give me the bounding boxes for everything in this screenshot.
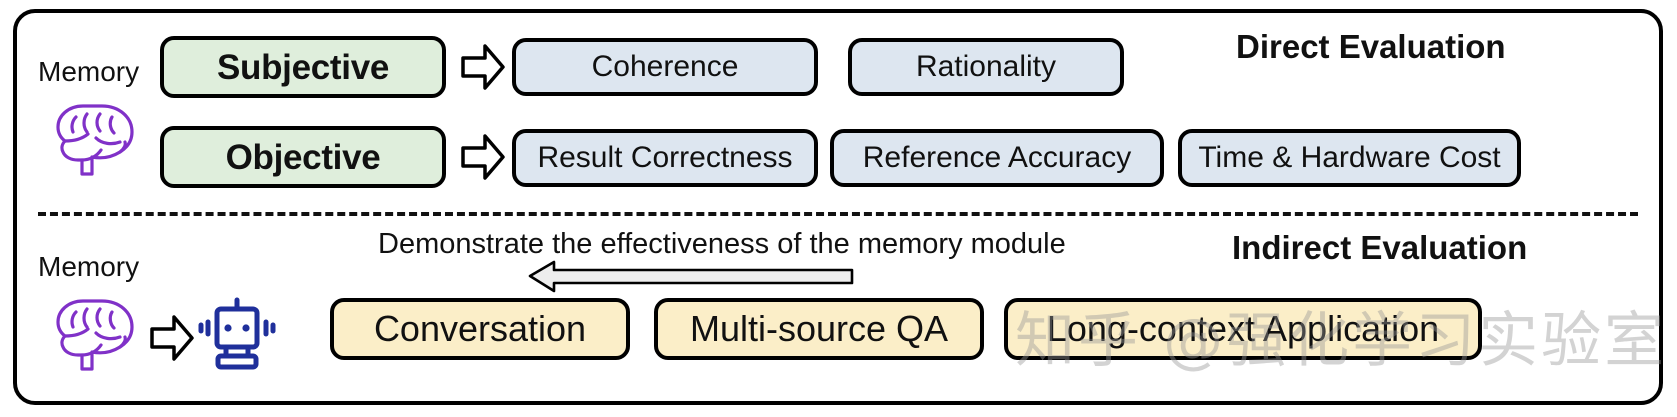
direct-item-reference-accuracy[interactable]: Reference Accuracy bbox=[830, 129, 1164, 187]
brain-icon bbox=[52, 295, 144, 375]
section-title-direct-evaluation: Direct Evaluation bbox=[1236, 28, 1506, 65]
direct-item-rationality[interactable]: Rationality bbox=[848, 38, 1124, 96]
arrow-right-icon bbox=[461, 132, 505, 182]
indirect-item-long-context-application[interactable]: Long-context Application bbox=[1004, 298, 1482, 360]
section-title-indirect-evaluation: Indirect Evaluation bbox=[1232, 229, 1528, 266]
direct-item-time-hardware-cost[interactable]: Time & Hardware Cost bbox=[1178, 129, 1521, 187]
long-arrow-left-icon bbox=[528, 259, 854, 293]
section-divider bbox=[38, 212, 1638, 216]
feedback-caption: Demonstrate the effectiveness of the mem… bbox=[378, 228, 1066, 260]
indirect-item-conversation[interactable]: Conversation bbox=[330, 298, 630, 360]
arrow-right-icon bbox=[150, 313, 194, 363]
brain-icon bbox=[52, 100, 144, 180]
category-objective[interactable]: Objective bbox=[160, 126, 446, 188]
category-subjective[interactable]: Subjective bbox=[160, 36, 446, 98]
robot-icon bbox=[198, 292, 276, 372]
arrow-right-icon bbox=[461, 42, 505, 92]
indirect-item-multi-source-qa[interactable]: Multi-source QA bbox=[654, 298, 984, 360]
direct-item-result-correctness[interactable]: Result Correctness bbox=[512, 129, 818, 187]
memory-label-direct: Memory bbox=[38, 56, 140, 87]
memory-label-indirect: Memory bbox=[38, 251, 140, 282]
direct-item-coherence[interactable]: Coherence bbox=[512, 38, 818, 96]
